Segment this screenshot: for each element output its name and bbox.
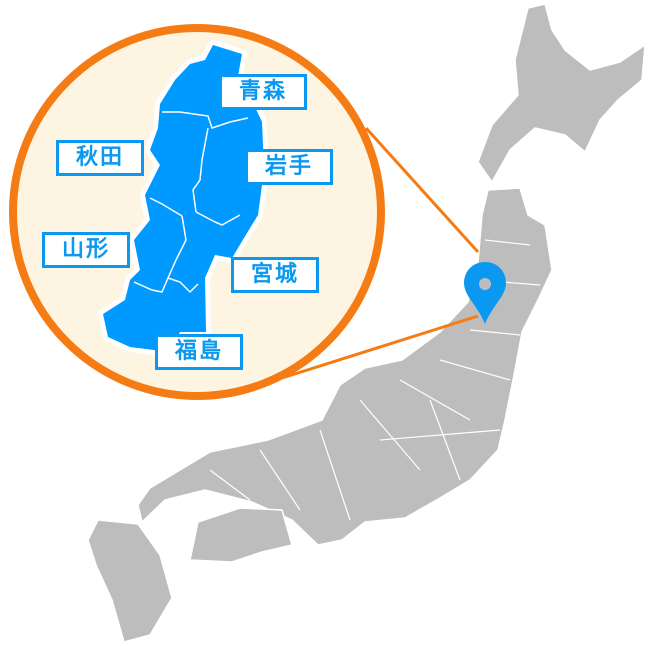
label-iwate: 岩手 — [245, 149, 333, 185]
callout-line-bottom — [281, 314, 479, 380]
hokkaido[interactable] — [477, 3, 646, 183]
kyushu[interactable] — [87, 519, 173, 643]
border-akita-iwate — [192, 127, 209, 213]
japan-land — [87, 3, 646, 643]
border-yamagata-miyagi — [167, 215, 187, 279]
label-aomori: 青森 — [219, 74, 307, 110]
border-akita-yamagata — [149, 197, 183, 217]
border-aomori — [162, 111, 249, 129]
border-iwate-miyagi — [195, 211, 241, 226]
callout-line-top — [364, 126, 480, 254]
border-fukushima — [133, 277, 199, 294]
label-fukushima: 福島 — [155, 334, 243, 370]
label-miyagi: 宮城 — [231, 257, 319, 293]
label-akita: 秋田 — [56, 140, 144, 176]
label-yamagata: 山形 — [42, 232, 130, 268]
map-pin-icon[interactable] — [464, 262, 506, 324]
shikoku[interactable] — [189, 507, 293, 563]
